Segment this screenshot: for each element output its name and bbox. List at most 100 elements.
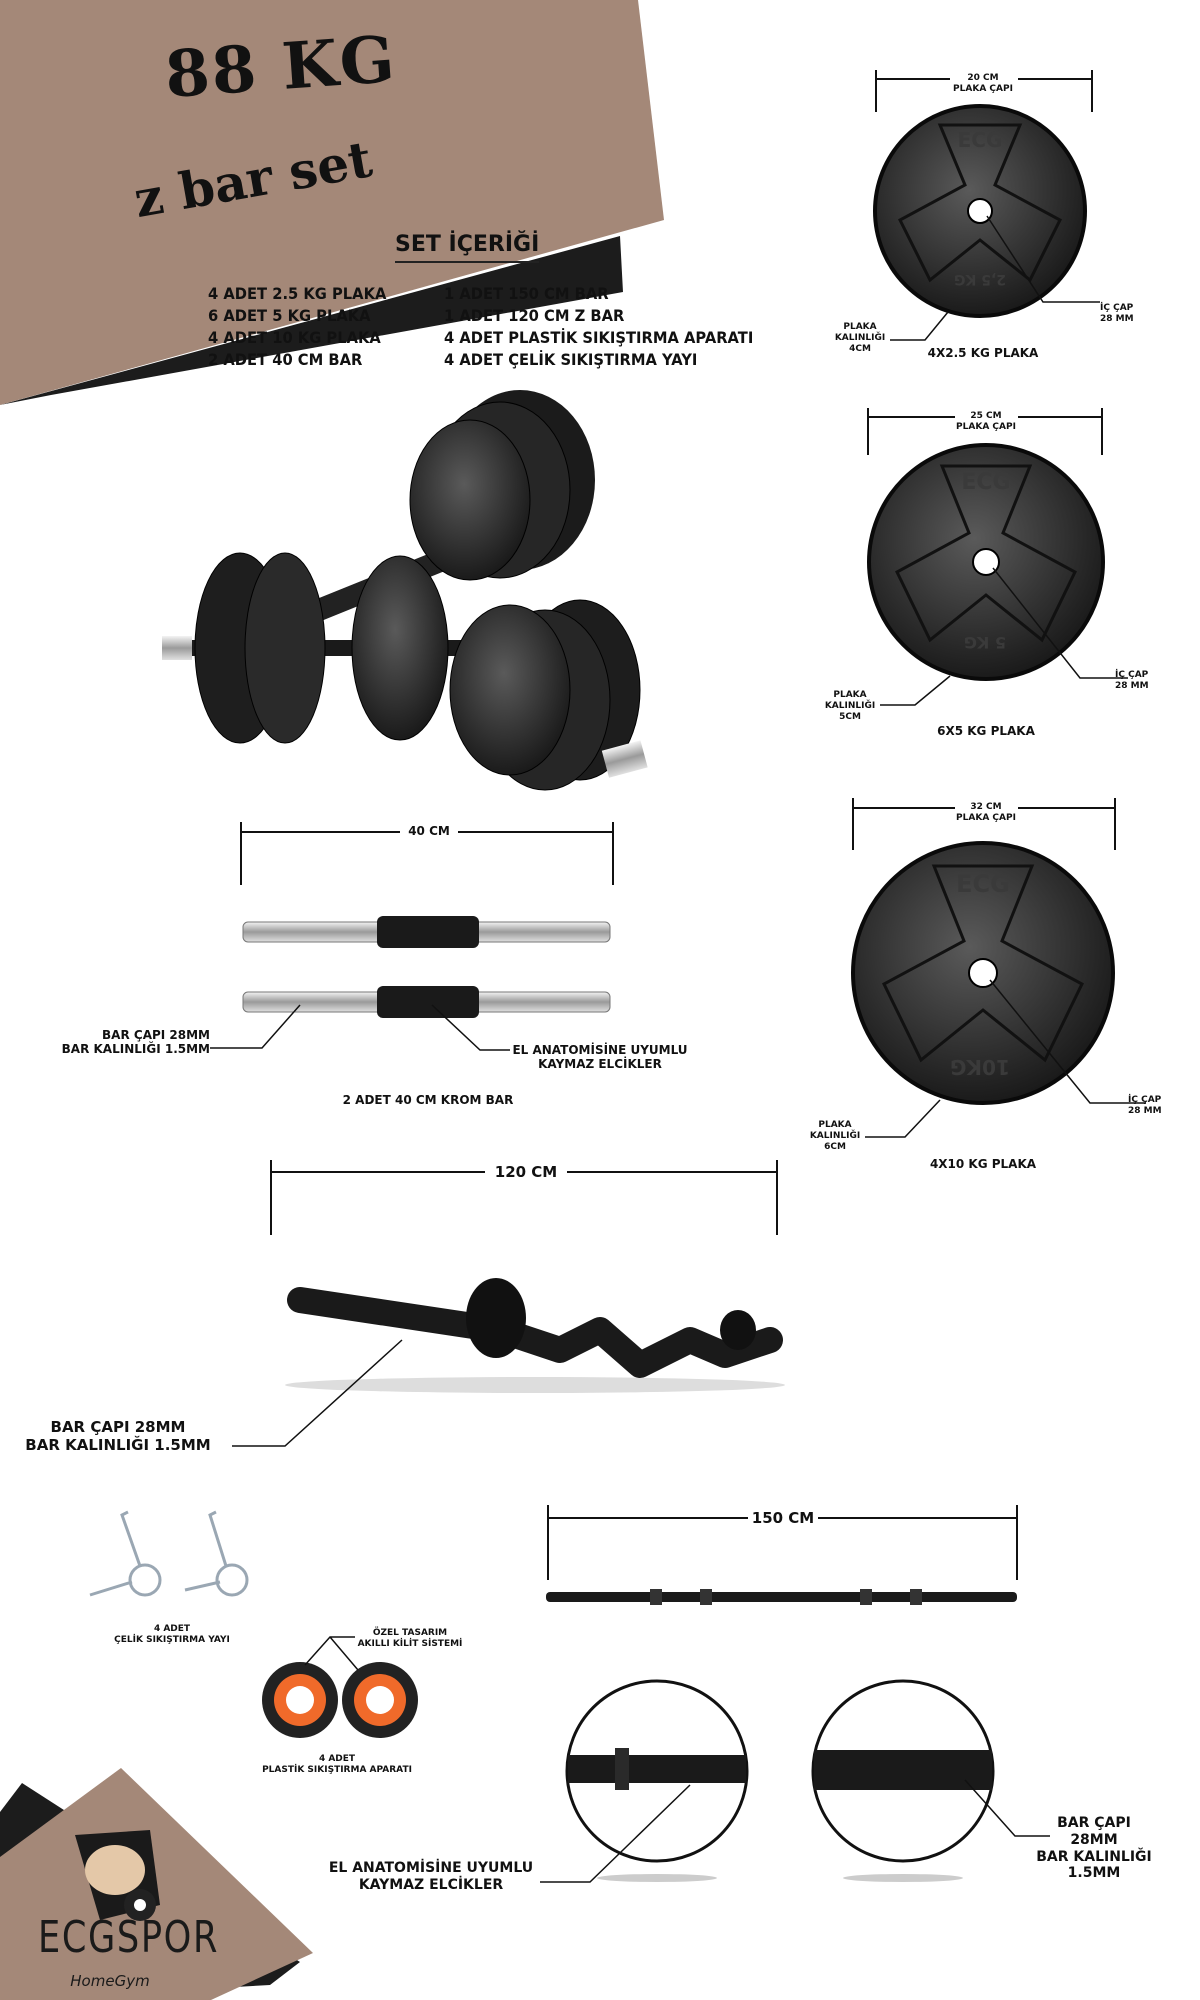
inner-label: İÇ ÇAP bbox=[1128, 1095, 1162, 1105]
plate-callout-lines bbox=[865, 215, 1146, 1138]
logo-brand: ECGSPOR bbox=[38, 1912, 220, 1963]
dimension-lines bbox=[240, 70, 1116, 1580]
z-bar-image bbox=[285, 1278, 785, 1393]
spec-line: 1.5MM bbox=[1067, 1865, 1121, 1882]
thickness-label: KALINLIĞI bbox=[834, 332, 886, 343]
list-item: 4 ADET 10 KG PLAKA bbox=[208, 328, 381, 347]
diameter-label: PLAKA ÇAPI bbox=[953, 83, 1013, 94]
grip-line: KAYMAZ ELCİKLER bbox=[538, 1057, 662, 1072]
collar-callout bbox=[304, 1636, 359, 1671]
list-item: 2 ADET 40 CM BAR bbox=[208, 350, 363, 369]
plate1-caption: 4X2.5 KG PLAKA bbox=[927, 346, 1039, 360]
detail-callouts bbox=[540, 1779, 1050, 1883]
grip-detail-circle bbox=[565, 1679, 749, 1882]
short-bar-dimension-line bbox=[240, 822, 614, 885]
short-bar-callouts bbox=[210, 1004, 510, 1051]
plate2-dimension-line bbox=[867, 408, 1103, 455]
short-bar-top-image bbox=[242, 916, 611, 948]
list-item: 4 ADET ÇELİK SIKIŞTIRMA YAYI bbox=[444, 350, 698, 369]
inner-value: 28 MM bbox=[1128, 1105, 1162, 1116]
contents-left-list: 4 ADET 2.5 KG PLAKA 6 ADET 5 KG PLAKA 4 … bbox=[208, 283, 386, 371]
short-bar-caption: 2 ADET 40 CM KROM BAR bbox=[342, 1093, 514, 1107]
dumbbells-image bbox=[162, 390, 648, 791]
feature-line: ÖZEL TASARIM bbox=[372, 1628, 448, 1638]
list-item: 6 ADET 5 KG PLAKA bbox=[208, 306, 371, 325]
plate3-dimension-line bbox=[852, 798, 1116, 850]
spring-clips-image bbox=[89, 1510, 249, 1597]
contents-heading: SET İÇERİĞİ bbox=[395, 232, 540, 264]
bar-detail-circle bbox=[811, 1679, 995, 1882]
list-item: 4 ADET PLASTİK SIKIŞTIRMA APARATI bbox=[444, 328, 754, 347]
spec-line: BAR KALINLIĞI 1.5MM bbox=[61, 1042, 210, 1057]
inner-label: İÇ ÇAP bbox=[1115, 670, 1149, 680]
header-shadow-strip bbox=[0, 236, 623, 405]
plate2-weight: 5 KG bbox=[963, 633, 1007, 653]
plate1-weight: 2,5 KG bbox=[954, 270, 1007, 287]
thickness-value: 6CM bbox=[824, 1141, 846, 1152]
thickness-label: PLAKA bbox=[818, 1120, 852, 1130]
plate1-dimension-line bbox=[875, 70, 1093, 112]
plate1-brand: ECG bbox=[957, 128, 1003, 152]
diameter-value: 20 CM bbox=[967, 73, 999, 83]
plate-2.5kg-image bbox=[873, 104, 1087, 318]
logo-emblem bbox=[75, 1830, 160, 1921]
inner-label: İÇ ÇAP bbox=[1100, 303, 1134, 313]
thickness-label: KALINLIĞI bbox=[809, 1130, 861, 1141]
long-bar-length: 150 CM bbox=[751, 1509, 815, 1527]
grip-line: EL ANATOMİSİNE UYUMLU bbox=[512, 1043, 688, 1057]
feature-line: AKILLI KİLİT SİSTEMİ bbox=[357, 1638, 463, 1649]
plate2-caption: 6X5 KG PLAKA bbox=[937, 724, 1035, 738]
plate3-brand: ECG bbox=[956, 870, 1010, 898]
z-bar-length: 120 CM bbox=[494, 1163, 558, 1181]
short-bar-length: 40 CM bbox=[408, 824, 450, 838]
plate2-brand: ECG bbox=[961, 470, 1011, 495]
logo-tagline: HomeGym bbox=[70, 1972, 150, 1990]
short-bar-bottom-image bbox=[242, 986, 611, 1018]
thickness-value: 5CM bbox=[839, 711, 861, 722]
plate3-weight: 10KG bbox=[950, 1055, 1010, 1079]
spec-line: 28MM bbox=[1070, 1831, 1118, 1848]
caption-line: 4 ADET bbox=[153, 1624, 191, 1634]
grip-line: EL ANATOMİSİNE UYUMLU bbox=[328, 1860, 534, 1876]
diameter-value: 25 CM bbox=[970, 411, 1002, 421]
long-bar-dimension-line bbox=[547, 1505, 1018, 1580]
caption-line: PLASTİK SIKIŞTIRMA APARATI bbox=[262, 1764, 412, 1775]
long-bar-image bbox=[546, 1589, 1017, 1605]
spec-line: BAR ÇAPI 28MM bbox=[102, 1028, 210, 1042]
spec-line: BAR KALINLIĞI bbox=[1036, 1848, 1152, 1865]
grip-line: KAYMAZ ELCİKLER bbox=[358, 1876, 504, 1893]
spec-line: BAR KALINLIĞI 1.5MM bbox=[25, 1436, 211, 1454]
spec-line: BAR ÇAPI 28MM bbox=[50, 1418, 186, 1436]
plate3-caption: 4X10 KG PLAKA bbox=[929, 1157, 1037, 1171]
inner-value: 28 MM bbox=[1100, 313, 1134, 324]
z-bar-callout bbox=[232, 1339, 403, 1447]
diameter-label: PLAKA ÇAPI bbox=[956, 421, 1016, 432]
caption-line: 4 ADET bbox=[318, 1754, 356, 1764]
diameter-label: PLAKA ÇAPI bbox=[956, 812, 1016, 823]
thickness-label: PLAKA bbox=[833, 690, 867, 700]
z-bar-dimension-line bbox=[270, 1160, 778, 1235]
spec-line: BAR ÇAPI bbox=[1057, 1815, 1131, 1831]
thickness-label: PLAKA bbox=[843, 322, 877, 332]
plate-10kg-image bbox=[851, 841, 1115, 1105]
inner-value: 28 MM bbox=[1115, 680, 1149, 691]
contents-right-list: 1 ADET 150 CM BAR 1 ADET 120 CM Z BAR 4 … bbox=[444, 283, 753, 371]
caption-line: ÇELİK SIKIŞTIRMA YAYI bbox=[114, 1634, 230, 1645]
list-item: 1 ADET 120 CM Z BAR bbox=[444, 306, 625, 325]
header-banner bbox=[0, 0, 664, 405]
